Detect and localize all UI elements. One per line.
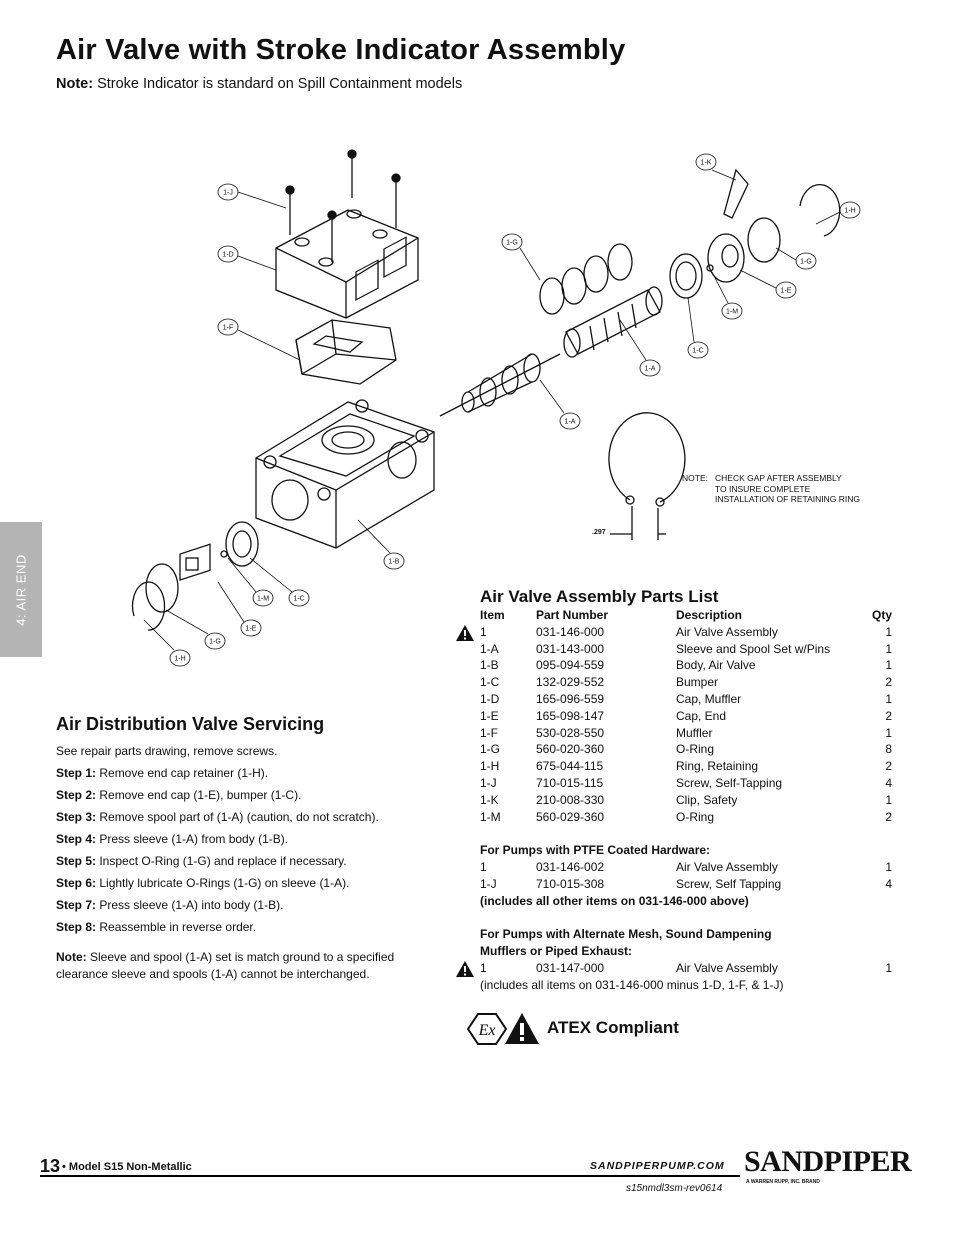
servicing-step: Step 1: Remove end cap retainer (1-H).	[56, 766, 269, 780]
logo-subtitle: A WARREN RUPP, INC. BRAND	[746, 1179, 820, 1185]
servicing-step: Step 6: Lightly lubricate O-Rings (1-G) …	[56, 876, 350, 890]
warning-icon	[456, 624, 474, 641]
sleeve-drawing	[563, 286, 663, 358]
gap-note: NOTE: CHECK GAP AFTER ASSEMBLY TO INSURE …	[682, 473, 860, 505]
servicing-instructions: See repair parts drawing, remove screws.…	[56, 740, 446, 983]
gap-note-line-3: INSTALLATION OF RETAINING RING	[715, 494, 860, 504]
servicing-step: Step 8: Reassemble in reverse order.	[56, 920, 257, 934]
servicing-step: Step 3: Remove spool part of (1-A) (caut…	[56, 810, 379, 824]
atex-ex-icon	[466, 1013, 508, 1045]
gap-dimension: .297	[592, 529, 606, 536]
retaining-ring-detail-drawing	[608, 412, 686, 540]
servicing-step: Step 5: Inspect O-Ring (1-G) and replace…	[56, 854, 347, 868]
o-rings-drawing	[539, 243, 633, 315]
gap-note-line-1: CHECK GAP AFTER ASSEMBLY	[715, 473, 842, 483]
callout-1e: 1-E	[246, 626, 257, 633]
servicing-step: Step 2: Remove end cap (1-E), bumper (1-…	[56, 788, 302, 802]
callout-1k: 1-K	[701, 160, 712, 167]
gap-note-label: NOTE:	[682, 473, 708, 483]
end-cap-right-drawing	[669, 168, 841, 299]
screw-drawing	[285, 149, 401, 262]
mesh-footer: (includes all items on 031-146-000 minus…	[480, 977, 784, 992]
website-link[interactable]: SANDPIPERPUMP.COM	[590, 1160, 725, 1172]
callout-labels	[143, 153, 861, 667]
servicing-step: Step 4: Press sleeve (1-A) from body (1-…	[56, 832, 289, 846]
mesh-heading-1: For Pumps with Alternate Mesh, Sound Dam…	[480, 927, 772, 942]
muffler-cap-drawing	[275, 209, 419, 319]
atex-label: ATEX Compliant	[547, 1018, 679, 1037]
callout-1b: 1-B	[389, 559, 400, 566]
footer-divider	[40, 1175, 740, 1177]
callout-1f: 1-F	[223, 325, 234, 332]
servicing-title: Air Distribution Valve Servicing	[56, 714, 325, 734]
callout-1j: 1-J	[223, 190, 233, 197]
muffler-drawing	[295, 319, 397, 385]
mesh-heading-2: Mufflers or Piped Exhaust:	[480, 943, 633, 958]
callout-1d: 1-D	[222, 252, 233, 259]
servicing-step: Step 7: Press sleeve (1-A) into body (1-…	[56, 898, 284, 912]
servicing-note: Note: Sleeve and spool (1-A) set is matc…	[56, 950, 395, 981]
end-cap-left-drawing	[131, 521, 259, 631]
callout-1m: 1-M	[726, 309, 738, 316]
callout-1g: 1-G	[800, 259, 812, 266]
atex-symbols: Ex	[466, 1013, 539, 1045]
servicing-intro: See repair parts drawing, remove screws.	[56, 744, 278, 758]
callout-1c: 1-C	[293, 596, 304, 603]
model-name: • Model S15 Non-Metallic	[62, 1161, 192, 1173]
callout-1c: 1-C	[692, 348, 703, 355]
valve-body-drawing	[255, 399, 435, 549]
callout-1h: 1-H	[844, 208, 855, 215]
gap-note-line-2: TO INSURE COMPLETE	[715, 483, 811, 494]
callout-1g: 1-G	[506, 240, 518, 247]
callout-1a: 1-A	[645, 366, 656, 373]
parts-list-title: Air Valve Assembly Parts List	[480, 587, 719, 606]
callout-1a: 1-A	[565, 419, 576, 426]
spool-drawing	[439, 353, 561, 417]
callout-text: 1-J 1-D 1-F 1-B 1-G 1-A 1-A 1-K 1-H 1-G …	[174, 160, 855, 663]
page-number: 13	[40, 1156, 61, 1176]
ptfe-heading: For Pumps with PTFE Coated Hardware:	[480, 843, 711, 858]
callout-1e: 1-E	[781, 288, 792, 295]
page-note: Note: Stroke Indicator is standard on Sp…	[56, 76, 462, 92]
revision-code: s15nmdl3sm-rev0614	[626, 1183, 723, 1194]
page-title: Air Valve with Stroke Indicator Assembly	[56, 34, 626, 66]
callout-1m: 1-M	[257, 596, 269, 603]
ptfe-footer: (includes all other items on 031-146-000…	[480, 893, 749, 908]
sandpiper-logo: SANDPIPER	[744, 1145, 912, 1178]
callout-1g: 1-G	[209, 639, 221, 646]
note-text: Stroke Indicator is standard on Spill Co…	[93, 76, 463, 92]
callout-1h: 1-H	[174, 656, 185, 663]
atex-ex-symbol: Ex	[478, 1022, 496, 1039]
warning-icon	[456, 960, 474, 977]
section-side-tab: 4: AIR END	[0, 522, 42, 657]
side-tab-label: 4: AIR END	[13, 553, 29, 626]
exploded-parts-drawing: 1-J 1-D 1-F 1-B 1-G 1-A 1-A 1-K 1-H 1-G …	[131, 149, 861, 667]
note-label: Note:	[56, 76, 94, 92]
